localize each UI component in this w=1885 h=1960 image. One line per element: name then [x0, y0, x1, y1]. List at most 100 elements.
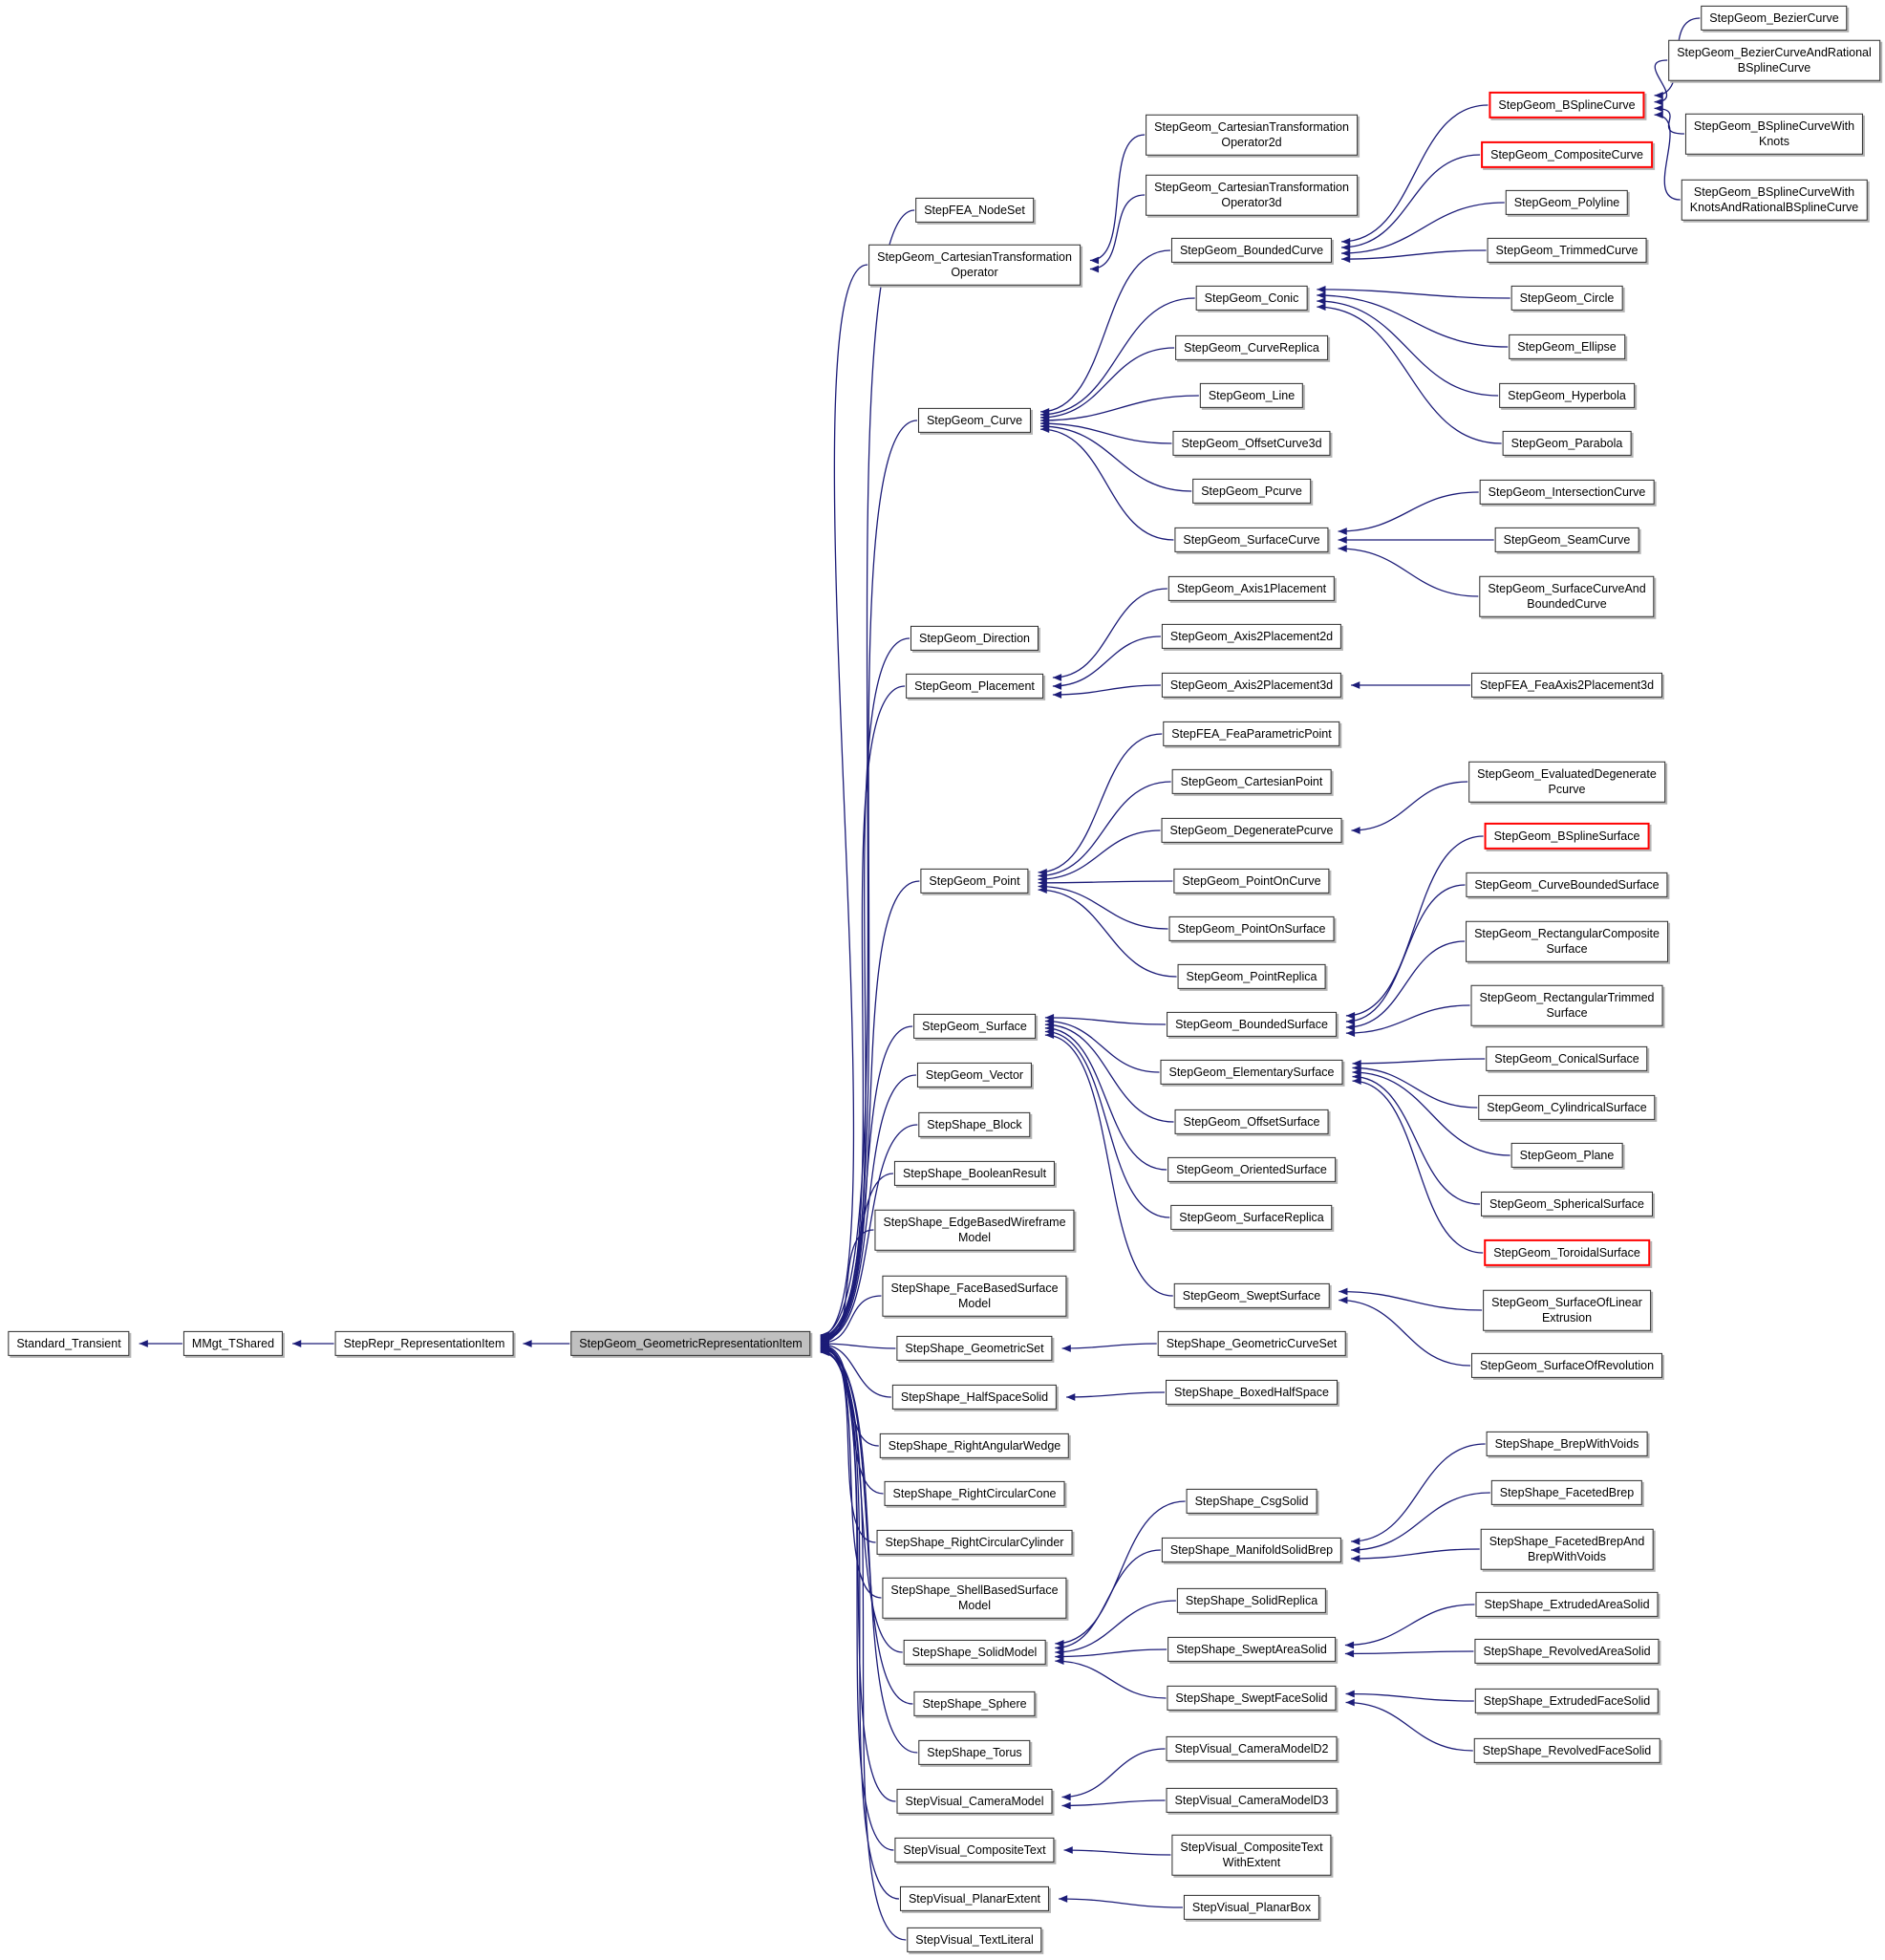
node-bspline_curve[interactable]: StepGeom_BSplineCurve: [1489, 91, 1645, 119]
node-conical[interactable]: StepGeom_ConicalSurface: [1486, 1045, 1648, 1072]
node-axis1[interactable]: StepGeom_Axis1Placement: [1167, 575, 1336, 602]
node-intersection_curve[interactable]: StepGeom_IntersectionCurve: [1479, 479, 1655, 506]
node-fea_axis2_3d[interactable]: StepFEA_FeaAxis2Placement3d: [1470, 672, 1663, 699]
node-bounded_surface[interactable]: StepGeom_BoundedSurface: [1167, 1011, 1337, 1038]
node-boolean_result[interactable]: StepShape_BooleanResult: [893, 1160, 1056, 1187]
node-right_wedge[interactable]: StepShape_RightAngularWedge: [879, 1432, 1070, 1459]
node-revolved_area[interactable]: StepShape_RevolvedAreaSolid: [1474, 1638, 1660, 1665]
node-bspline_surface[interactable]: StepGeom_BSplineSurface: [1484, 822, 1650, 851]
node-surface_curve[interactable]: StepGeom_SurfaceCurve: [1174, 527, 1329, 553]
node-std_transient[interactable]: Standard_Transient: [8, 1330, 130, 1357]
node-pcurve[interactable]: StepGeom_Pcurve: [1192, 478, 1311, 505]
node-geometric_curve_set[interactable]: StepShape_GeometricCurveSet: [1157, 1330, 1346, 1357]
node-label-line: StepShape_ExtrudedAreaSolid: [1484, 1597, 1650, 1611]
node-solid_model[interactable]: StepShape_SolidModel: [903, 1639, 1046, 1666]
node-half_space[interactable]: StepShape_HalfSpaceSolid: [891, 1384, 1058, 1411]
node-curve_bounded_surface[interactable]: StepGeom_CurveBoundedSurface: [1466, 872, 1668, 898]
node-surf_revolution[interactable]: StepGeom_SurfaceOfRevolution: [1470, 1352, 1663, 1379]
node-torus[interactable]: StepShape_Torus: [918, 1739, 1031, 1766]
node-text_literal[interactable]: StepVisual_TextLiteral: [907, 1927, 1042, 1953]
node-swept_face[interactable]: StepShape_SweptFaceSolid: [1167, 1685, 1337, 1712]
node-csg_solid[interactable]: StepShape_CsgSolid: [1186, 1488, 1317, 1515]
node-surface[interactable]: StepGeom_Surface: [913, 1013, 1036, 1040]
node-sphere[interactable]: StepShape_Sphere: [913, 1691, 1036, 1717]
node-geom_repr_item[interactable]: StepGeom_GeometricRepresentationItem: [570, 1330, 811, 1357]
node-right_cone[interactable]: StepShape_RightCircularCone: [884, 1480, 1065, 1507]
node-curve[interactable]: StepGeom_Curve: [917, 407, 1032, 434]
node-direction[interactable]: StepGeom_Direction: [910, 625, 1039, 652]
node-axis2_3d[interactable]: StepGeom_Axis2Placement3d: [1161, 672, 1342, 699]
node-block[interactable]: StepShape_Block: [918, 1111, 1031, 1138]
node-conic[interactable]: StepGeom_Conic: [1195, 285, 1308, 312]
node-vector[interactable]: StepGeom_Vector: [916, 1062, 1033, 1088]
node-geometric_set[interactable]: StepShape_GeometricSet: [896, 1335, 1053, 1362]
node-point_on_surface[interactable]: StepGeom_PointOnSurface: [1168, 915, 1335, 942]
node-toroidal[interactable]: StepGeom_ToroidalSurface: [1484, 1238, 1650, 1267]
node-swept_area[interactable]: StepShape_SweptAreaSolid: [1167, 1636, 1336, 1663]
node-planar_extent[interactable]: StepVisual_PlanarExtent: [899, 1885, 1050, 1912]
node-surface_replica[interactable]: StepGeom_SurfaceReplica: [1170, 1204, 1333, 1231]
node-spherical[interactable]: StepGeom_SphericalSurface: [1481, 1191, 1653, 1217]
node-point[interactable]: StepGeom_Point: [920, 868, 1029, 894]
node-bezier_curve[interactable]: StepGeom_BezierCurve: [1701, 5, 1848, 32]
node-repr_item[interactable]: StepRepr_RepresentationItem: [334, 1330, 514, 1357]
node-plane[interactable]: StepGeom_Plane: [1510, 1142, 1623, 1169]
node-polyline[interactable]: StepGeom_Polyline: [1505, 189, 1629, 216]
node-manifold_brep[interactable]: StepShape_ManifoldSolidBrep: [1161, 1537, 1342, 1563]
node-mmgt_tshared[interactable]: MMgt_TShared: [182, 1330, 284, 1357]
node-trimmed_curve[interactable]: StepGeom_TrimmedCurve: [1487, 237, 1647, 264]
node-fea_nodeset[interactable]: StepFEA_NodeSet: [915, 197, 1034, 224]
node-camera_d3[interactable]: StepVisual_CameraModelD3: [1166, 1787, 1338, 1814]
node-solid_replica[interactable]: StepShape_SolidReplica: [1176, 1587, 1327, 1614]
node-elementary_surface[interactable]: StepGeom_ElementarySurface: [1160, 1059, 1343, 1086]
node-camera_model[interactable]: StepVisual_CameraModel: [896, 1788, 1053, 1815]
node-curve_replica[interactable]: StepGeom_CurveReplica: [1175, 334, 1328, 361]
node-point_on_curve[interactable]: StepGeom_PointOnCurve: [1173, 868, 1330, 894]
node-bounded_curve[interactable]: StepGeom_BoundedCurve: [1170, 237, 1333, 264]
node-seam_curve[interactable]: StepGeom_SeamCurve: [1494, 527, 1639, 553]
node-composite_curve[interactable]: StepGeom_CompositeCurve: [1481, 140, 1653, 169]
node-placement[interactable]: StepGeom_Placement: [906, 673, 1043, 700]
node-circle[interactable]: StepGeom_Circle: [1510, 285, 1623, 312]
node-swept_surface[interactable]: StepGeom_SweptSurface: [1173, 1282, 1330, 1309]
node-extruded_face[interactable]: StepShape_ExtrudedFaceSolid: [1474, 1688, 1660, 1714]
node-degenerate_pcurve[interactable]: StepGeom_DegeneratePcurve: [1161, 817, 1342, 844]
node-camera_d2[interactable]: StepVisual_CameraModelD2: [1166, 1735, 1338, 1762]
node-fea_param_point[interactable]: StepFEA_FeaParametricPoint: [1163, 721, 1340, 747]
node-offset_curve3d[interactable]: StepGeom_OffsetCurve3d: [1172, 430, 1331, 457]
node-ellipse[interactable]: StepGeom_Ellipse: [1509, 334, 1625, 360]
node-cartesian_point[interactable]: StepGeom_CartesianPoint: [1171, 768, 1332, 795]
node-faceted_brep[interactable]: StepShape_FacetedBrep: [1490, 1479, 1643, 1506]
node-planar_box[interactable]: StepVisual_PlanarBox: [1183, 1894, 1320, 1921]
node-boxed_half_space[interactable]: StepShape_BoxedHalfSpace: [1166, 1379, 1338, 1406]
node-cylindrical[interactable]: StepGeom_CylindricalSurface: [1478, 1094, 1656, 1121]
node-oriented_surface[interactable]: StepGeom_OrientedSurface: [1167, 1156, 1336, 1183]
node-parabola[interactable]: StepGeom_Parabola: [1502, 430, 1632, 457]
node-offset_surface[interactable]: StepGeom_OffsetSurface: [1174, 1109, 1329, 1135]
node-extruded_area[interactable]: StepShape_ExtrudedAreaSolid: [1475, 1591, 1659, 1618]
node-axis2_2d[interactable]: StepGeom_Axis2Placement2d: [1161, 623, 1342, 650]
node-revolved_face[interactable]: StepShape_RevolvedFaceSolid: [1473, 1737, 1660, 1764]
node-composite_text[interactable]: StepVisual_CompositeText: [894, 1837, 1055, 1863]
node-hyperbola[interactable]: StepGeom_Hyperbola: [1499, 382, 1635, 409]
node-right_cylinder[interactable]: StepShape_RightCircularCylinder: [876, 1529, 1073, 1556]
node-line[interactable]: StepGeom_Line: [1199, 382, 1304, 409]
node-brep_voids[interactable]: StepShape_BrepWithVoids: [1486, 1431, 1648, 1457]
node-point_replica[interactable]: StepGeom_PointReplica: [1177, 963, 1326, 990]
